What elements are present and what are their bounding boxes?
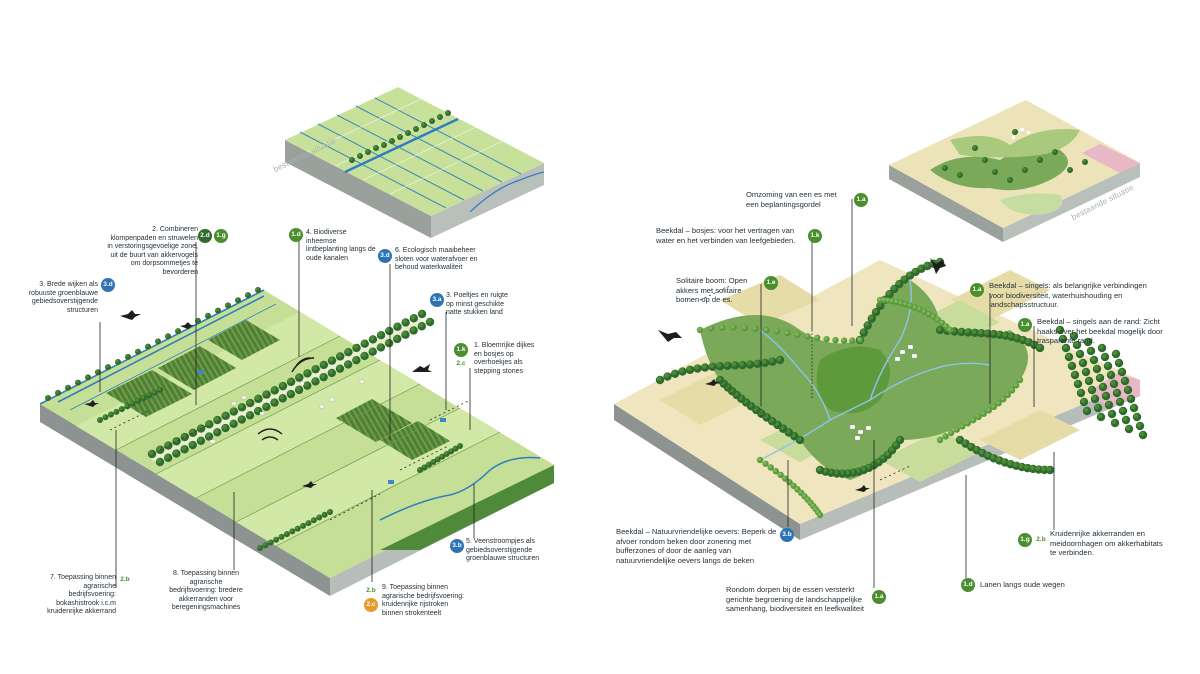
stream-valley-landscape-block (614, 257, 1148, 540)
badge-1e: 1.e (764, 276, 778, 290)
badge-2b-right: 2.b (1036, 536, 1046, 543)
label-singels-aan-de-rand: Beekdal – singels aan de rand: Zicht haa… (1037, 317, 1163, 345)
label-beekdal-bosjes: Beekdal – bosjes: voor het vertragen van… (656, 226, 796, 245)
leader-lines (99, 199, 1055, 588)
label-lanen-oude-wegen: Lanen langs oude wegen (980, 580, 1065, 589)
badge-2c-left: 2.c (456, 360, 466, 367)
existing-situation-left-block (285, 87, 545, 238)
label-biodiverse-lintbeplanting: 4. Biodiverse inheemse lintbeplanting la… (306, 229, 376, 262)
badge-2d: 2.d (198, 229, 212, 243)
label-combineren-klompenpaden: 2. Combineren klompenpaden en struwelen … (107, 226, 198, 276)
label-beekdal-singels: Beekdal – singels: als belangrijke verbi… (989, 281, 1147, 309)
label-bokashistrook: 7. Toepassing binnen agrarische bedrijfs… (47, 574, 116, 615)
badge-3a: 3.a (430, 293, 444, 307)
label-rondom-dorpen: Rondom dorpen bij de essen versterkt ger… (726, 585, 865, 613)
badge-3b-left: 3.b (450, 539, 464, 553)
badge-1a-rand: 1.a (1018, 318, 1032, 332)
badge-2b-left: 2.b (120, 576, 130, 583)
label-veenstroompjes: 5. Veenstroompjes als gebiedsoverstijgen… (466, 538, 540, 562)
badge-3d-left: 3.d (101, 278, 115, 292)
label-brede-wijken: 3. Brede wijken als robuuste groenblauwe… (28, 281, 98, 314)
label-omzoming-es: Omzoming van een es met een beplantingsg… (746, 190, 837, 209)
badge-1a-top: 1.a (854, 193, 868, 207)
polder-landscape-block (39, 287, 554, 596)
badge-3d-right: 3.d (378, 249, 392, 263)
badge-1a-singels: 1.a (970, 283, 984, 297)
badge-1k-right: 1.k (808, 229, 822, 243)
sound-wave-icons (257, 357, 315, 441)
badge-1g-right: 1.g (1018, 533, 1032, 547)
label-kruidenrijke-akkerranden: Kruidenrijke akkerranden en meidoornhage… (1050, 529, 1163, 557)
label-natuurvriendelijke-oevers: Beekdal – Natuurvriendelijke oevers: Bep… (616, 527, 777, 565)
label-bredere-akkerranden: 8. Toepassing binnen agrarische bedrijfs… (169, 570, 243, 611)
badge-2c-orange: 2.c (364, 598, 378, 612)
badge-1k-left: 1.k (454, 343, 468, 357)
badge-2b-lower: 2.b (366, 587, 376, 594)
label-poeltjes-en-ruigte: 3. Poeltjes en ruigte op minst geschikte… (446, 292, 508, 316)
bird-icons (84, 258, 946, 492)
badge-1g: 1.g (214, 229, 228, 243)
badge-1d-right: 1.d (961, 578, 975, 592)
label-ecologisch-maaibeheer: 6. Ecologisch maaibeheer sloten voor wat… (395, 247, 478, 271)
label-bloemrijke-dijkes: 1. Bloemrijke dijkes en bosjes op overho… (474, 342, 535, 375)
badge-1a-bottom: 1.a (872, 590, 886, 604)
existing-situation-right-block (889, 100, 1140, 242)
badge-1d-left: 1.d (289, 228, 303, 242)
badge-3b-right: 3.b (780, 528, 794, 542)
label-solitaire-boom: Solitaire boom: Open akkers met solitair… (676, 276, 748, 304)
label-kruidenrijke-rijstroken: 9. Toepassing binnen agrarische bedrijfs… (382, 584, 465, 617)
